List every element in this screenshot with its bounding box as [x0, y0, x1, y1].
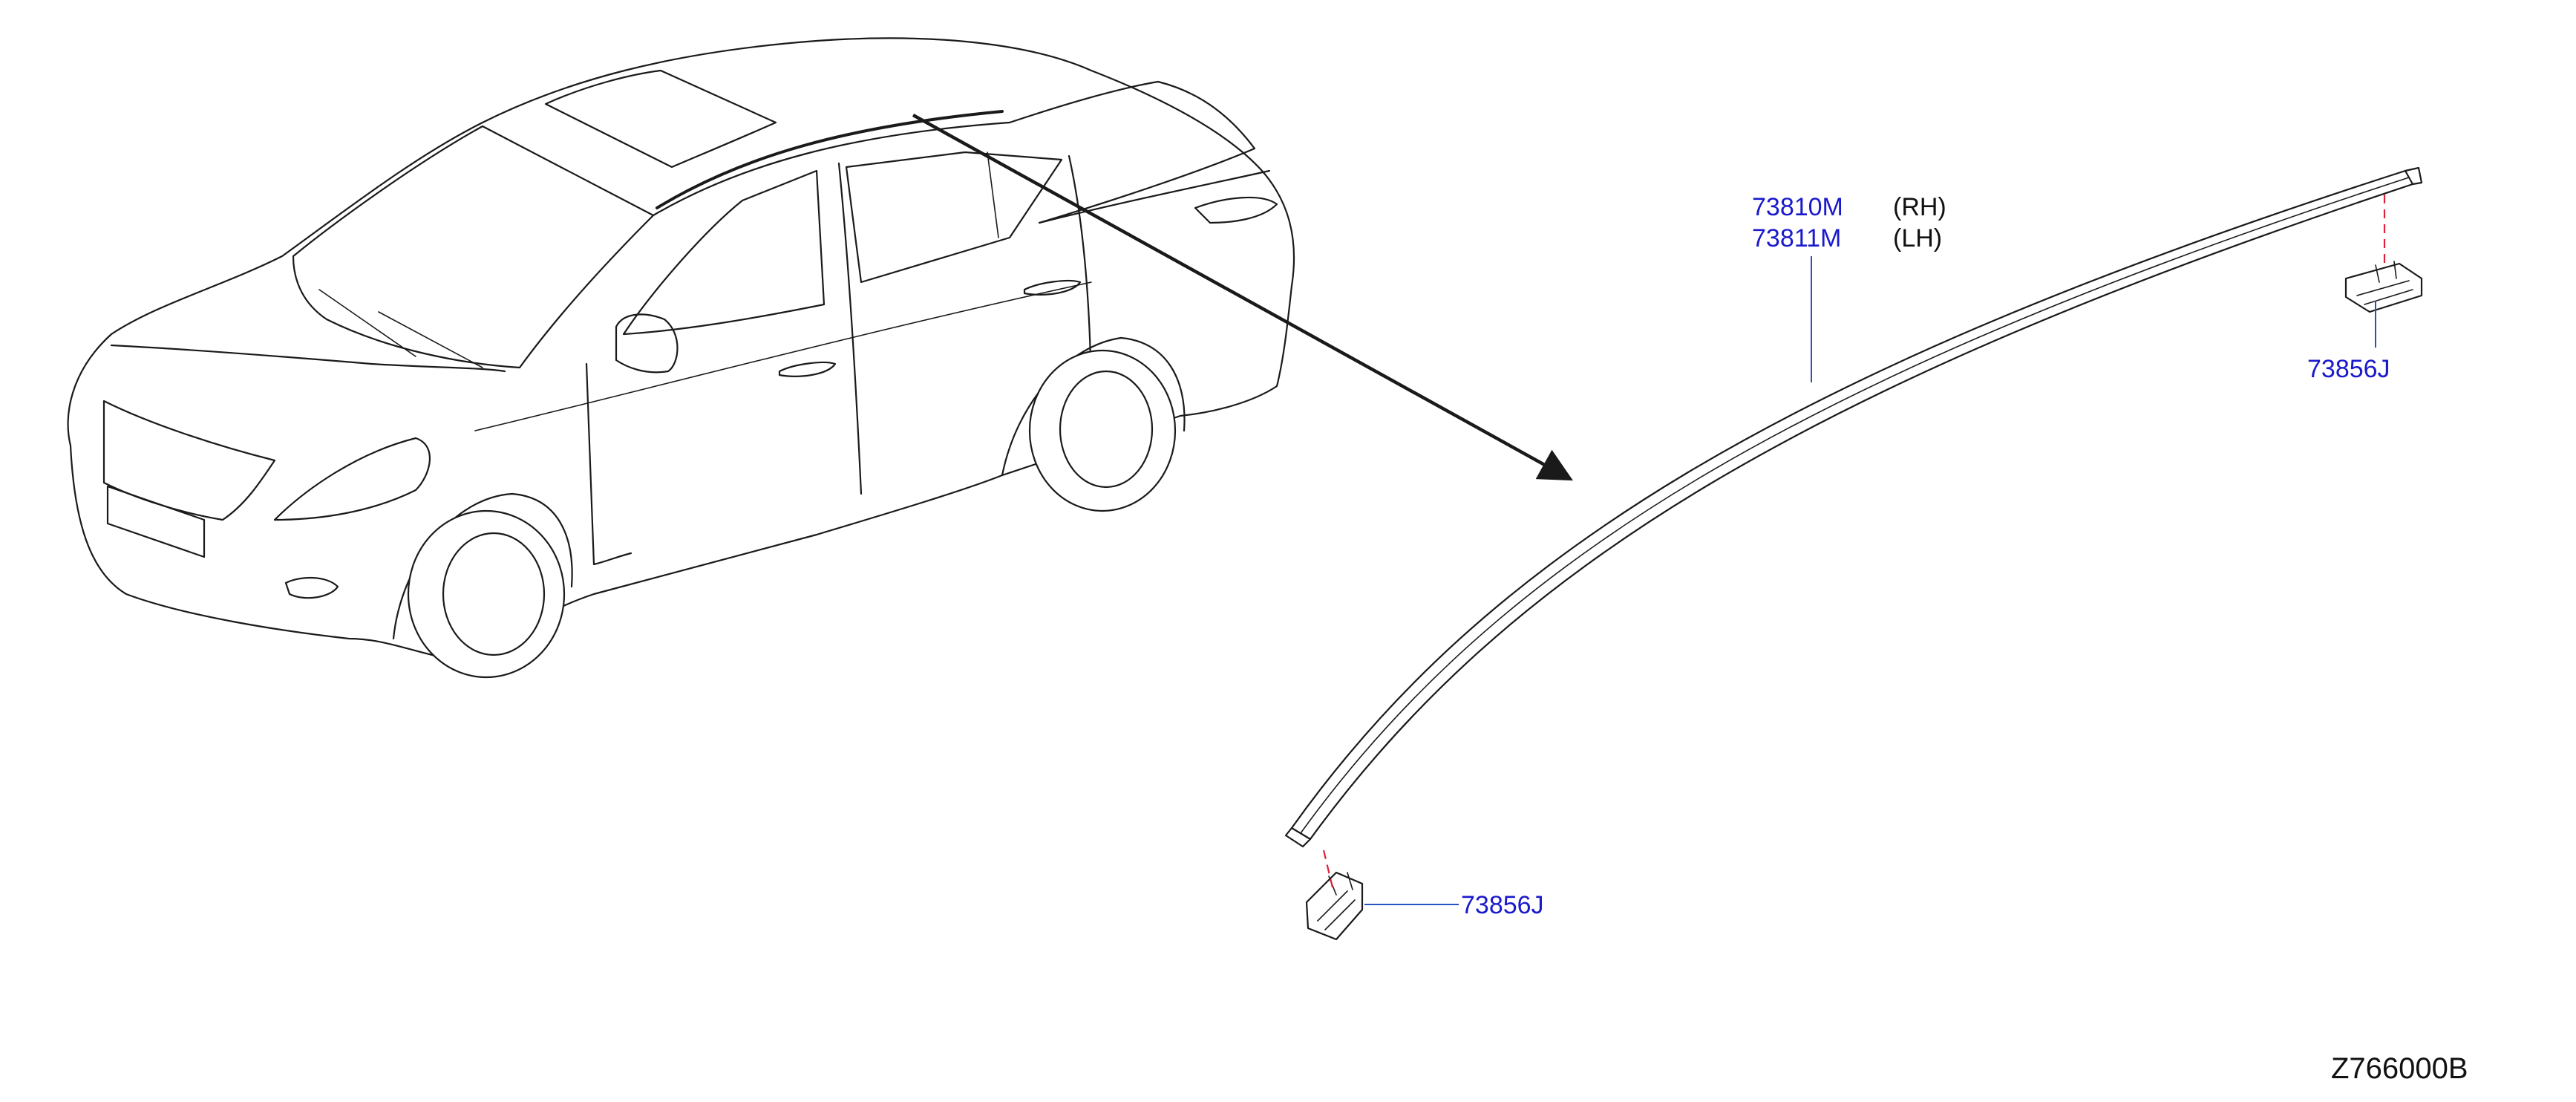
wiper-1: [318, 289, 416, 357]
rear-window: [1008, 80, 1256, 224]
front-clip-body: [1305, 871, 1364, 941]
fog-lamp: [284, 576, 339, 599]
rear-wheel-arch: [1001, 336, 1186, 477]
part-number-73856j-rear: 73856J: [2307, 355, 2390, 383]
roof-molding-strip: [1284, 166, 2423, 848]
rear-wheel-rim: [1059, 370, 1154, 489]
part-number-73856j-front: 73856J: [1461, 891, 1544, 919]
roof-edge: [652, 121, 1011, 217]
roof-molding-on-car: [656, 110, 1004, 209]
headlight: [273, 437, 431, 521]
b-pillar: [837, 162, 863, 495]
molding-inner-edge: [1309, 183, 2414, 841]
rear-window-divider: [987, 151, 999, 238]
part-number-73811m: 73811M: [1752, 224, 1841, 252]
rear-clip-tab: [2356, 261, 2413, 305]
front-door-handle: [778, 361, 837, 377]
molding-ridge-line: [1300, 177, 2410, 834]
sedan-illustration: [67, 37, 1295, 679]
molding-front-end-cap: [1284, 826, 1312, 848]
part-number-73810m: 73810M: [1752, 193, 1843, 221]
body-character-line: [474, 281, 1092, 431]
side-mirror: [615, 313, 679, 374]
front-clip: [1305, 871, 1364, 941]
molding-rear-end-cap: [2404, 166, 2423, 186]
front-door-window: [622, 169, 826, 336]
hood-line: [110, 344, 506, 373]
trunk-lid: [1038, 169, 1271, 224]
pointer-arrow: [912, 114, 1573, 481]
tail-light: [1194, 196, 1278, 224]
grille: [102, 400, 276, 521]
license-plate: [106, 485, 206, 558]
side-rh-label: (RH): [1893, 193, 1946, 221]
rear-door-handle: [1023, 279, 1082, 296]
sunroof-outline: [544, 69, 777, 169]
front-wheel-rim: [442, 532, 546, 656]
side-lh-label: (LH): [1893, 224, 1942, 252]
wiper-2: [378, 311, 483, 368]
rear-clip: [2344, 261, 2423, 313]
molding-outer-edge: [1290, 169, 2407, 829]
windshield-outline: [292, 125, 655, 369]
car-body-outline: [67, 37, 1295, 662]
front-tire: [407, 509, 566, 679]
rear-door-window: [845, 151, 1063, 284]
front-door-line: [585, 362, 632, 566]
diagram-code: Z766000B: [2331, 1052, 2468, 1085]
front-clip-tab: [1317, 872, 1356, 930]
front-clip-guide-dashed: [1322, 850, 1334, 888]
